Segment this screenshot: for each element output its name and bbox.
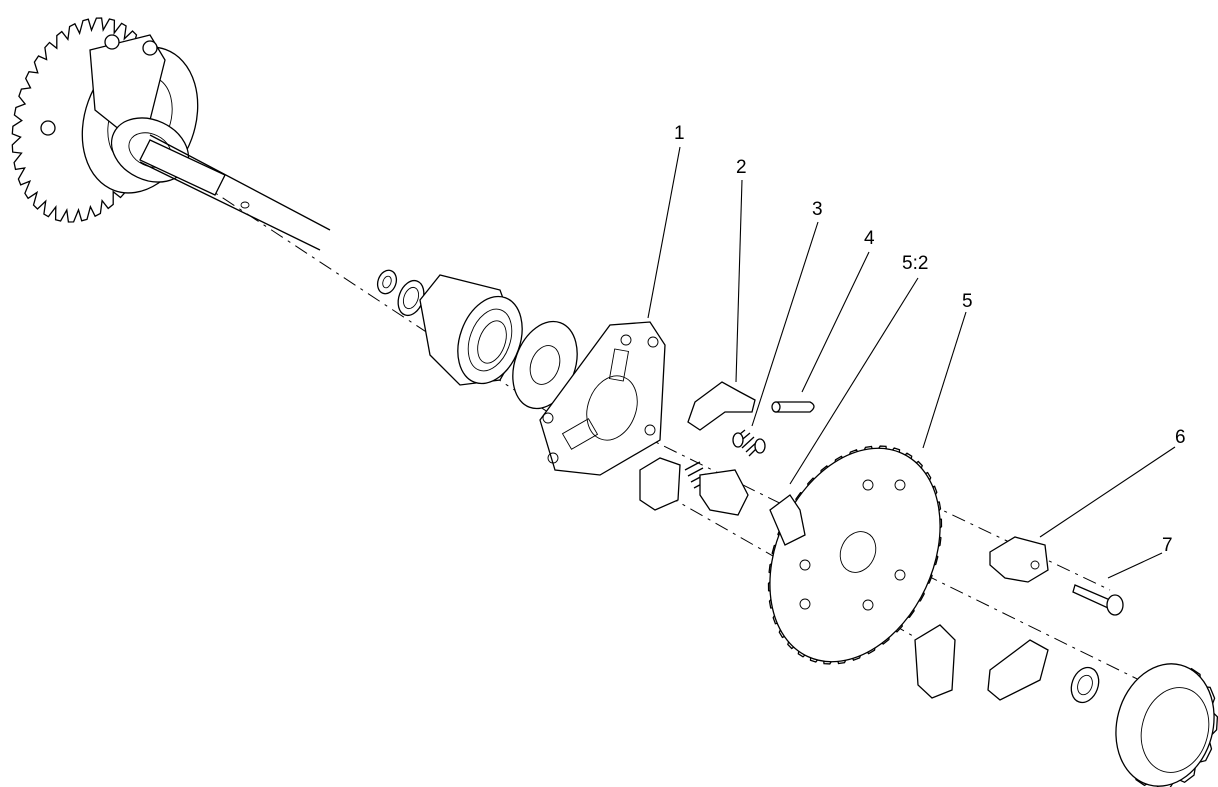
callout-1: 1 — [674, 123, 685, 144]
assembled-reel-end — [11, 17, 250, 223]
lower-shoes — [914, 624, 1049, 701]
callout-4: 4 — [864, 228, 875, 249]
large-washer — [512, 320, 578, 410]
pinion-gear — [1115, 663, 1218, 787]
clutch-plate — [539, 321, 666, 476]
bolt — [1072, 584, 1124, 616]
spring — [732, 429, 766, 457]
callout-2: 2 — [736, 157, 747, 178]
small-washer — [376, 269, 398, 295]
shaft-top-edge — [149, 134, 331, 231]
pawl — [687, 381, 756, 431]
callout-3: 3 — [812, 199, 823, 220]
bearing-housing — [419, 274, 523, 386]
callout-7: 7 — [1162, 535, 1173, 556]
shoe — [989, 536, 1049, 583]
callout-5-2: 5:2 — [902, 253, 929, 274]
pin — [771, 401, 815, 413]
drive-sprocket — [767, 445, 943, 665]
lower-pawl-set — [639, 457, 749, 516]
callout-6: 6 — [1175, 427, 1186, 448]
shaft-bottom-edge — [139, 161, 321, 251]
leader-lines — [647, 146, 1176, 579]
callout-5: 5 — [962, 291, 973, 312]
lower-washer — [1070, 666, 1100, 704]
